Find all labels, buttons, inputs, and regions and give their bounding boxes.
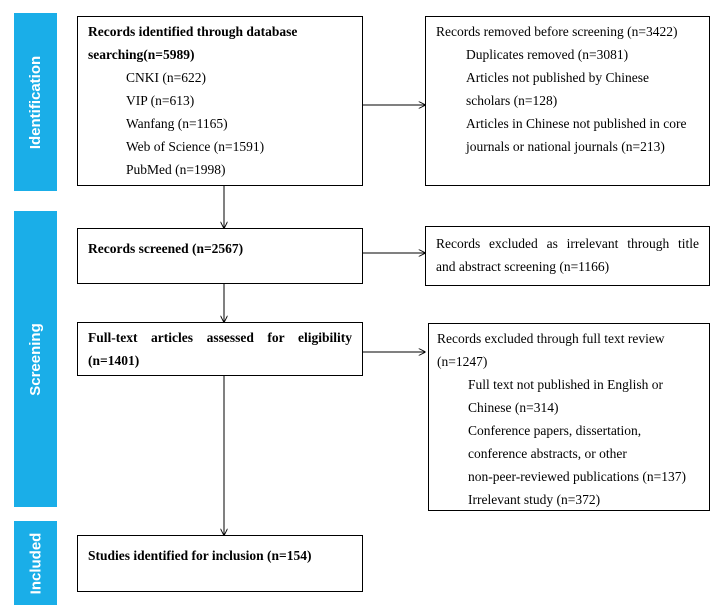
excluded-fulltext-reason: Chinese (n=314) (468, 400, 559, 415)
phase-bar-screening: Screening (14, 211, 57, 507)
db-source: Wanfang (n=1165) (126, 116, 228, 131)
screened-label: Records screened (n=2567) (88, 241, 244, 256)
phase-bar-included: Included (14, 521, 57, 605)
excluded-fulltext-reason: Irrelevant study (n=372) (468, 492, 601, 507)
excluded-title-line2: and abstract screening (n=1166) (436, 259, 610, 274)
phase-bar-identification: Identification (14, 13, 57, 191)
db-source: VIP (n=613) (126, 93, 195, 108)
removed-line: journals or national journals (n=213) (466, 139, 665, 154)
box-studies-included: Studies identified for inclusion (n=154) (77, 535, 363, 592)
excluded-title-line1: Records excluded as irrelevant through t… (436, 236, 699, 251)
box-records-screened: Records screened (n=2567) (77, 228, 363, 284)
box-records-removed: Records removed before screening (n=3422… (425, 16, 710, 186)
db-title-line2: searching(n=5989) (88, 47, 195, 62)
db-title-line1: Records identified through database (88, 24, 298, 39)
db-source: CNKI (n=622) (126, 70, 206, 85)
fulltext-line1: Full-text articles assessed for eligibil… (88, 330, 352, 345)
db-source: Web of Science (n=1591) (126, 139, 265, 154)
excluded-fulltext-line1: Records excluded through full text revie… (437, 331, 665, 346)
box-excluded-fulltext: Records excluded through full text revie… (428, 323, 710, 511)
box-fulltext-assessed: Full-text articles assessed for eligibil… (77, 322, 363, 376)
box-records-identified: Records identified through database sear… (77, 16, 363, 186)
excluded-fulltext-reason: non-peer-reviewed publications (n=137) (468, 469, 687, 484)
excluded-fulltext-line2: (n=1247) (437, 354, 488, 369)
removed-line: scholars (n=128) (466, 93, 558, 108)
removed-line: Articles in Chinese not published in cor… (466, 116, 687, 131)
db-source: PubMed (n=1998) (126, 162, 226, 177)
excluded-fulltext-reason: Full text not published in English or (468, 377, 663, 392)
removed-title: Records removed before screening (n=3422… (436, 24, 678, 39)
fulltext-line2: (n=1401) (88, 353, 140, 368)
excluded-fulltext-reason: conference abstracts, or other (468, 446, 627, 461)
removed-line: Duplicates removed (n=3081) (466, 47, 629, 62)
removed-line: Articles not published by Chinese (466, 70, 649, 85)
included-label: Studies identified for inclusion (n=154) (88, 548, 312, 563)
excluded-fulltext-reason: Conference papers, dissertation, (468, 423, 642, 438)
box-excluded-title-abstract: Records excluded as irrelevant through t… (425, 226, 710, 286)
